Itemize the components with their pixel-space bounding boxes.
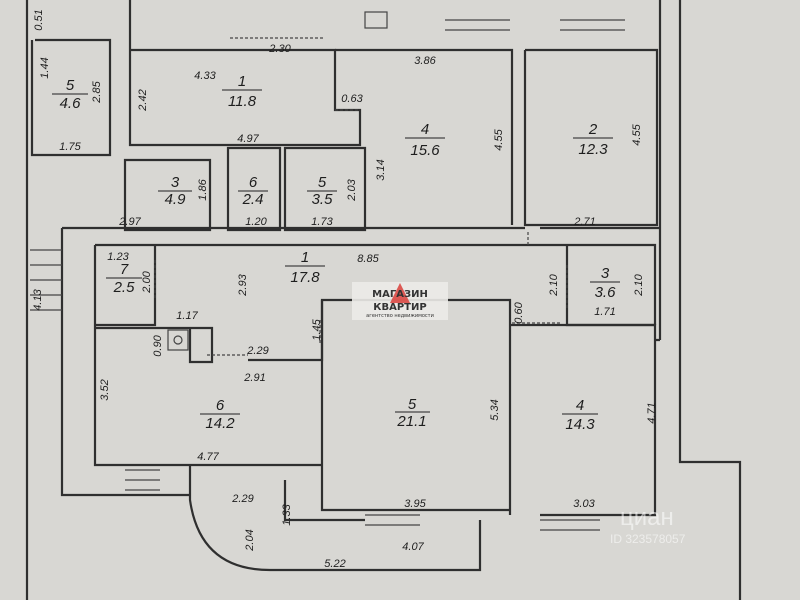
svg-text:4.6: 4.6 bbox=[60, 95, 82, 112]
svg-text:5: 5 bbox=[318, 174, 327, 191]
svg-text:3.6: 3.6 bbox=[595, 284, 617, 301]
svg-text:3.03: 3.03 bbox=[573, 498, 595, 510]
room-lower-5: 521.1 bbox=[395, 396, 430, 430]
svg-text:17.8: 17.8 bbox=[290, 269, 320, 286]
svg-text:6: 6 bbox=[216, 397, 225, 414]
svg-text:ID 323578057: ID 323578057 bbox=[610, 532, 686, 546]
room-lower-4: 414.3 bbox=[562, 397, 598, 433]
svg-text:1.45: 1.45 bbox=[311, 318, 323, 340]
svg-text:5.34: 5.34 bbox=[489, 399, 501, 420]
svg-text:1.86: 1.86 bbox=[197, 178, 209, 200]
svg-text:2.10: 2.10 bbox=[548, 273, 560, 296]
svg-text:1: 1 bbox=[301, 249, 309, 266]
walls bbox=[25, 0, 742, 600]
svg-text:4: 4 bbox=[421, 121, 429, 138]
room-upper-1: 111.8 bbox=[222, 73, 262, 110]
svg-text:2.97: 2.97 bbox=[118, 216, 141, 228]
svg-text:3.14: 3.14 bbox=[375, 159, 387, 180]
svg-text:0.63: 0.63 bbox=[341, 93, 363, 105]
svg-text:2.29: 2.29 bbox=[231, 493, 253, 505]
room-upper-5b: 53.5 bbox=[307, 174, 337, 208]
svg-text:1.20: 1.20 bbox=[245, 216, 267, 228]
svg-text:3.5: 3.5 bbox=[312, 191, 334, 208]
svg-text:4.33: 4.33 bbox=[194, 70, 216, 82]
svg-text:1: 1 bbox=[238, 73, 246, 90]
room-upper-2: 212.3 bbox=[573, 121, 613, 158]
svg-text:8.85: 8.85 bbox=[357, 253, 379, 265]
room-upper-5: 54.6 bbox=[52, 77, 88, 112]
svg-text:КВАРТИР: КВАРТИР bbox=[373, 302, 426, 313]
svg-text:11.8: 11.8 bbox=[228, 93, 257, 110]
room-upper-6: 62.4 bbox=[238, 174, 268, 208]
svg-text:2.71: 2.71 bbox=[573, 216, 595, 228]
room-upper-3: 34.9 bbox=[158, 174, 192, 208]
svg-text:2.30: 2.30 bbox=[268, 43, 291, 55]
svg-text:3.52: 3.52 bbox=[99, 379, 111, 400]
svg-text:14.3: 14.3 bbox=[565, 416, 595, 433]
svg-text:1.33: 1.33 bbox=[281, 503, 293, 525]
svg-text:3.95: 3.95 bbox=[404, 498, 426, 510]
svg-text:3.86: 3.86 bbox=[414, 55, 436, 67]
svg-text:2.00: 2.00 bbox=[141, 270, 153, 293]
svg-text:0.60: 0.60 bbox=[513, 301, 525, 323]
svg-text:2.5: 2.5 bbox=[113, 279, 136, 296]
room-lower-6: 614.2 bbox=[200, 397, 240, 432]
svg-text:агентство недвижимости: агентство недвижимости bbox=[366, 313, 434, 319]
thin-lines bbox=[30, 11, 625, 531]
svg-text:4: 4 bbox=[576, 397, 584, 414]
svg-text:циан: циан bbox=[620, 504, 674, 531]
svg-text:2.29: 2.29 bbox=[246, 345, 268, 357]
svg-text:2.03: 2.03 bbox=[346, 178, 358, 201]
svg-text:7: 7 bbox=[120, 261, 129, 278]
svg-text:2.42: 2.42 bbox=[137, 89, 149, 111]
stove-icon bbox=[364, 11, 388, 29]
svg-text:3: 3 bbox=[171, 174, 180, 191]
sink-icon bbox=[167, 329, 189, 351]
svg-text:2.04: 2.04 bbox=[244, 529, 256, 551]
svg-text:4.13: 4.13 bbox=[32, 288, 44, 310]
upper-unit: 54.6 111.8 415.6 212.3 34.9 62.4 53.5 0.… bbox=[33, 9, 643, 228]
svg-text:2.4: 2.4 bbox=[242, 191, 264, 208]
room-lower-7: 72.5 bbox=[106, 261, 142, 296]
agency-logo: МАГАЗИН КВАРТИР агентство недвижимости bbox=[352, 282, 448, 320]
svg-text:4.55: 4.55 bbox=[493, 128, 505, 150]
svg-text:3: 3 bbox=[601, 265, 610, 282]
svg-text:21.1: 21.1 bbox=[396, 413, 426, 430]
room-lower-3: 33.6 bbox=[590, 265, 620, 301]
svg-text:2.10: 2.10 bbox=[633, 273, 645, 296]
svg-text:1.71: 1.71 bbox=[594, 306, 615, 318]
svg-text:5: 5 bbox=[408, 396, 417, 413]
svg-text:5.22: 5.22 bbox=[324, 558, 345, 570]
svg-text:1.73: 1.73 bbox=[311, 216, 333, 228]
svg-text:4.55: 4.55 bbox=[631, 123, 643, 145]
lower-unit: 117.8 72.5 33.6 521.1 614.2 414.3 8.85 2… bbox=[32, 249, 658, 570]
svg-text:2.93: 2.93 bbox=[237, 273, 249, 296]
svg-text:1.17: 1.17 bbox=[176, 310, 198, 322]
svg-text:1.23: 1.23 bbox=[107, 251, 129, 263]
svg-text:2: 2 bbox=[588, 121, 598, 138]
svg-text:4.97: 4.97 bbox=[237, 133, 259, 145]
svg-text:1.44: 1.44 bbox=[39, 57, 51, 78]
svg-text:4.9: 4.9 bbox=[165, 191, 187, 208]
svg-text:2.85: 2.85 bbox=[91, 80, 103, 103]
svg-text:4.07: 4.07 bbox=[402, 541, 424, 553]
svg-text:МАГАЗИН: МАГАЗИН bbox=[372, 289, 428, 300]
svg-text:6: 6 bbox=[249, 174, 258, 191]
svg-text:0.90: 0.90 bbox=[152, 334, 164, 356]
svg-text:2.91: 2.91 bbox=[243, 372, 265, 384]
room-upper-4: 415.6 bbox=[405, 121, 445, 159]
svg-text:12.3: 12.3 bbox=[578, 141, 608, 158]
svg-text:15.6: 15.6 bbox=[410, 142, 440, 159]
svg-text:0.51: 0.51 bbox=[33, 9, 45, 30]
svg-text:1.75: 1.75 bbox=[59, 141, 81, 153]
svg-text:5: 5 bbox=[66, 77, 75, 94]
svg-text:4.77: 4.77 bbox=[197, 451, 219, 463]
watermark: циан ID 323578057 bbox=[610, 504, 686, 546]
svg-text:4.71: 4.71 bbox=[646, 402, 658, 423]
svg-text:14.2: 14.2 bbox=[205, 415, 235, 432]
room-lower-1: 117.8 bbox=[285, 249, 325, 286]
